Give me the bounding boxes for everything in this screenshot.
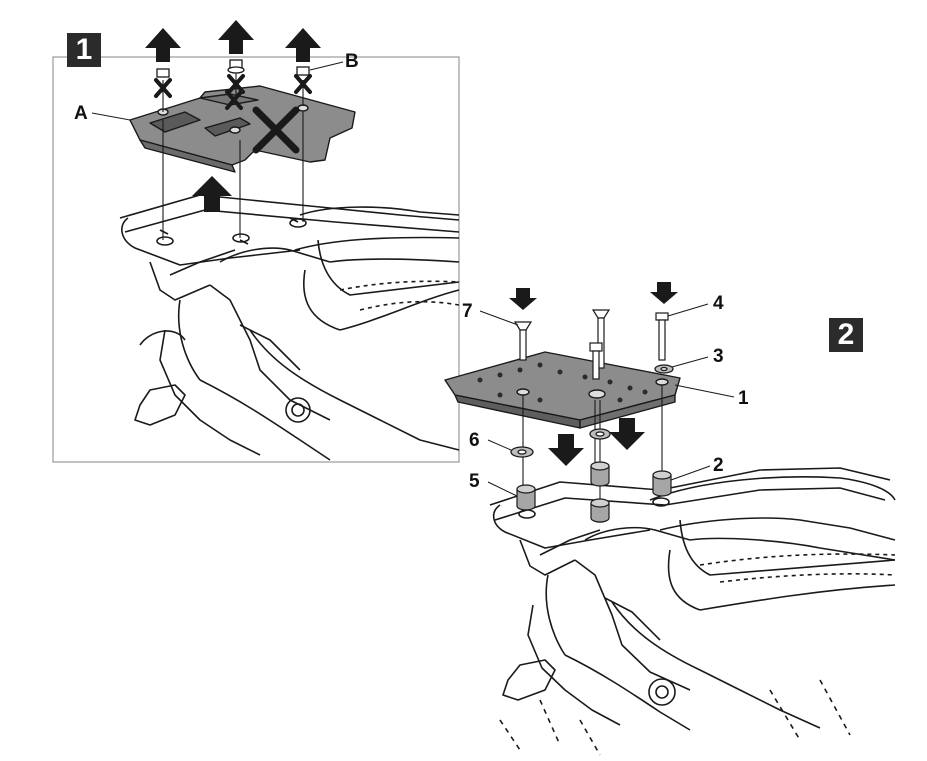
panel-1-plate-a (129, 85, 356, 173)
label-washer-lower-6: 6 (469, 430, 480, 451)
panel-2-guide-lines (522, 385, 663, 505)
label-bolt-short-4: 4 (713, 293, 724, 314)
panel-2-bike-linework (489, 467, 896, 756)
panel-2-washers (510, 364, 674, 458)
panel-2-down-arrows (509, 282, 678, 466)
label-washer-upper-3: 3 (713, 346, 724, 367)
label-spacer-2: 2 (713, 455, 724, 476)
panel-2-plate-1 (444, 351, 681, 429)
step-1-badge: 1 (67, 33, 101, 67)
panel-1-leaders (91, 61, 344, 121)
panel-1-remove-marks (154, 74, 312, 154)
panel-1-bike-linework (119, 194, 460, 461)
label-plate-a: A (74, 103, 88, 124)
label-screw-b: B (345, 51, 359, 72)
panel-2-leaders (479, 303, 735, 497)
panel-1-up-arrows (145, 20, 321, 212)
label-spacer-lower-5: 5 (469, 471, 480, 492)
panel-2-bolts (513, 309, 669, 380)
panel-2-spacers (516, 461, 672, 523)
panel-1-frame (52, 56, 460, 463)
step-2-badge: 2 (829, 318, 863, 352)
label-bolt-long-7: 7 (462, 301, 473, 322)
label-plate-1: 1 (738, 388, 749, 409)
panel-1-screws (156, 59, 310, 78)
